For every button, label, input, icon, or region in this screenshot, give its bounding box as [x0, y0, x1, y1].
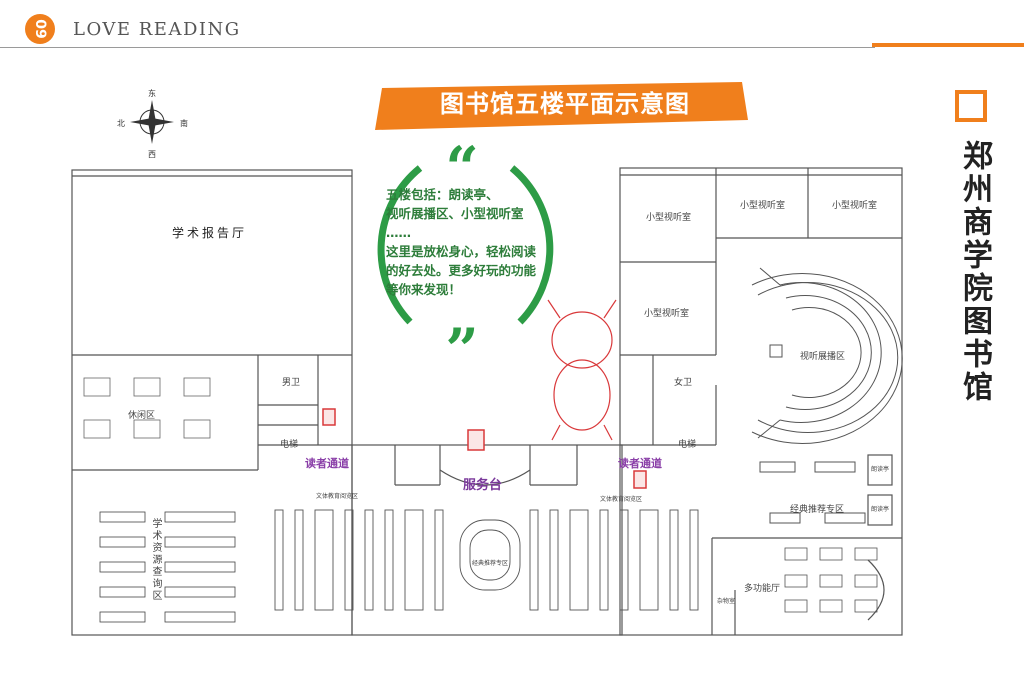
- header-rule: [0, 47, 875, 48]
- room-culture-sports-left: 文体教育阅览区: [316, 493, 359, 500]
- mascot-icon: [547, 299, 617, 441]
- room-multifunction-hall: 多功能厅: [744, 584, 781, 594]
- room-elevator-left: 电梯: [280, 440, 299, 450]
- compass-west: 西: [148, 150, 156, 159]
- quote-text: 五楼包括：朗读亭、 视听展播区、小型视听室 …… 这里是放松身心，轻松阅读 的好…: [386, 187, 537, 297]
- quote-ring: “ ”: [377, 134, 554, 384]
- pointing-hand-icons: [322, 408, 647, 489]
- room-av-exhibition: 视听展播区: [800, 352, 846, 362]
- page-title: 图书馆五楼平面示意图: [440, 90, 690, 118]
- library-logo-icon: [955, 90, 987, 122]
- compass-icon: [130, 100, 174, 144]
- room-classics-right: 经典推荐专区: [790, 505, 845, 515]
- right-wing-outline: [619, 167, 903, 636]
- library-name: 郑州商学院图书馆: [957, 140, 992, 404]
- room-small-av-2: 小型视听室: [740, 201, 786, 211]
- svg-text:“: “: [445, 134, 478, 202]
- room-small-av-4: 小型视听室: [644, 309, 690, 319]
- room-classics-center: 经典推荐专区: [472, 560, 509, 567]
- header-accent-rule: [872, 43, 1024, 47]
- page-header: 09 LOVE READING: [0, 0, 1024, 60]
- label-reader-passage-left: 读者通道: [305, 457, 349, 470]
- brand-text: LOVE READING: [73, 19, 241, 40]
- room-reading-booth-1: 朗读亭: [871, 466, 890, 473]
- compass-east: 东: [148, 89, 156, 98]
- compass-north: 北: [117, 119, 125, 128]
- room-mens-restroom: 男卫: [282, 378, 301, 388]
- room-storage: 杂物室: [717, 598, 736, 605]
- room-reading-booth-2: 朗读亭: [871, 506, 890, 513]
- title-brush: [375, 82, 748, 130]
- room-elevator-right: 电梯: [678, 440, 697, 450]
- room-small-av-1: 小型视听室: [646, 213, 692, 223]
- label-service-desk: 服务台: [463, 478, 503, 493]
- room-lounge: 休闲区: [128, 411, 156, 421]
- svg-text:”: ”: [445, 316, 478, 384]
- room-small-av-3: 小型视听室: [832, 201, 878, 211]
- av-seating-arcs: [779, 282, 882, 423]
- compass-south: 南: [180, 119, 188, 128]
- room-culture-sports-right: 文体教育阅览区: [600, 496, 643, 503]
- room-lecture-hall: 学术报告厅: [172, 226, 248, 240]
- left-wing-outline: [71, 169, 353, 636]
- room-womens-restroom: 女卫: [674, 378, 693, 388]
- room-academic-resources: 学术资源查询区: [150, 518, 161, 602]
- label-reader-passage-right: 读者通道: [618, 457, 662, 470]
